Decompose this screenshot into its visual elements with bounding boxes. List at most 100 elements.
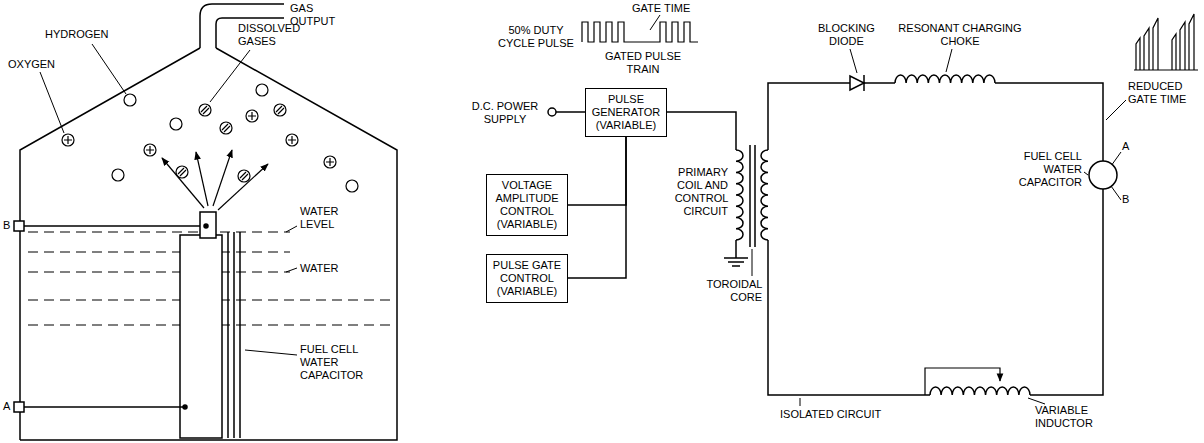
gas-bubble [62, 134, 74, 146]
gas-arrows [196, 152, 208, 206]
pulse-train [582, 22, 698, 42]
dissolved-mark [276, 106, 284, 114]
part-label: REDUCED GATE TIME [1128, 80, 1198, 106]
tank [20, 48, 200, 440]
part-label: VARIABLE INDUCTOR [1035, 404, 1093, 430]
isolated-circuit [768, 240, 930, 395]
dissolved-mark [178, 168, 186, 176]
toroidal-core [750, 145, 755, 247]
gas-arrows [162, 158, 204, 208]
pulse-train [582, 22, 698, 42]
process-box: VOLTAGE AMPLITUDE CONTROL (VARIABLE) [486, 174, 568, 236]
power-wiring [667, 112, 736, 150]
gas-bubble [274, 104, 286, 116]
terminal-a [183, 405, 187, 409]
oxygen-mark [64, 136, 72, 144]
part-label: WATER [300, 262, 339, 275]
tank [20, 4, 397, 440]
box-text: VOLTAGE AMPLITUDE CONTROL (VARIABLE) [491, 179, 563, 231]
part-label: RESONANT CHARGING CHOKE [890, 22, 1030, 48]
part-label: ISOLATED CIRCUIT [780, 408, 881, 421]
leader-lines [800, 398, 801, 406]
terminal-a [14, 402, 187, 412]
water-lines [28, 271, 290, 272]
box-text: PULSE GENERATOR (VARIABLE) [590, 93, 662, 132]
gas-bubble [286, 134, 298, 146]
gas-bubble [246, 110, 258, 122]
part-label: A [1122, 140, 1129, 153]
process-box: PULSE GATE CONTROL (VARIABLE) [486, 254, 568, 303]
part-label: OXYGEN [8, 58, 55, 71]
part-label: B [3, 219, 10, 232]
isolated-circuit [768, 83, 850, 150]
reduced-gate-waveform [1134, 14, 1198, 70]
terminal-b [14, 221, 24, 231]
leader-lines [1084, 172, 1088, 175]
terminal-b [14, 221, 208, 231]
process-box: PULSE GENERATOR (VARIABLE) [585, 88, 667, 137]
gas-bubbles [62, 84, 358, 192]
power-wiring [548, 108, 556, 116]
leader-lines [286, 226, 297, 232]
gas-bubble [346, 180, 358, 192]
leader-lines [946, 49, 952, 72]
gas-bubble [324, 156, 336, 168]
gas-bubble [176, 166, 188, 178]
variable-inductor [930, 387, 1030, 395]
part-label: DISSOLVED GASES [238, 22, 300, 48]
capacitor-symbol [1089, 161, 1117, 189]
isolated-circuit [1030, 189, 1103, 395]
connector [568, 137, 626, 206]
gas-bubble [220, 122, 232, 134]
leader-lines [40, 15, 1126, 406]
part-label: HYDROGEN [45, 28, 109, 41]
dissolved-mark [240, 172, 248, 180]
primary-coil [736, 150, 743, 240]
oxygen-mark [288, 136, 296, 144]
leader-lines [92, 44, 126, 94]
isolated-circuit [768, 75, 1117, 395]
box-text: PULSE GATE CONTROL (VARIABLE) [491, 259, 563, 298]
leader-lines [210, 50, 250, 102]
part-label: A [3, 400, 10, 413]
part-label: FUEL CELL WATER CAPACITOR [1007, 150, 1082, 189]
part-label: GATE TIME [632, 2, 690, 15]
power-wiring [556, 111, 585, 113]
water-capacitor [180, 212, 240, 438]
terminal-b [24, 225, 200, 227]
part-label: TOROIDAL CORE [706, 278, 762, 304]
reduced-gate-waveform [1134, 14, 1198, 70]
terminal-b [204, 224, 208, 228]
leader-lines [40, 72, 64, 133]
leader-lines [1028, 398, 1045, 404]
gas-arrows [218, 164, 268, 210]
isolated-circuit [995, 83, 1103, 161]
terminal-a [14, 402, 24, 412]
part-label: GATED PULSE TRAIN [598, 50, 688, 76]
leader-lines [245, 350, 297, 355]
resonant-charging-choke [895, 75, 995, 83]
part-label: 50% DUTY CYCLE PULSE [496, 24, 576, 50]
gas-bubble [238, 170, 250, 182]
dissolved-mark [201, 106, 209, 114]
part-label: PRIMARY COIL AND CONTROL CIRCUIT [675, 166, 728, 218]
part-label: BLOCKING DIODE [818, 22, 875, 48]
part-label: B [1122, 193, 1129, 206]
gas-bubble [112, 169, 124, 181]
connector [568, 137, 626, 279]
blocking-diode [850, 76, 864, 90]
gas-arrows [162, 150, 268, 210]
part-label: WATER LEVEL [300, 205, 339, 231]
terminal-a [24, 406, 185, 408]
part-label: FUEL CELL WATER CAPACITOR [300, 343, 372, 382]
leader-lines [752, 249, 753, 276]
leader-lines [650, 15, 660, 30]
leader-lines [1106, 100, 1126, 120]
gas-bubble [144, 144, 156, 156]
oxygen-mark [326, 158, 334, 166]
tank [20, 48, 397, 440]
water-lines [28, 231, 290, 232]
